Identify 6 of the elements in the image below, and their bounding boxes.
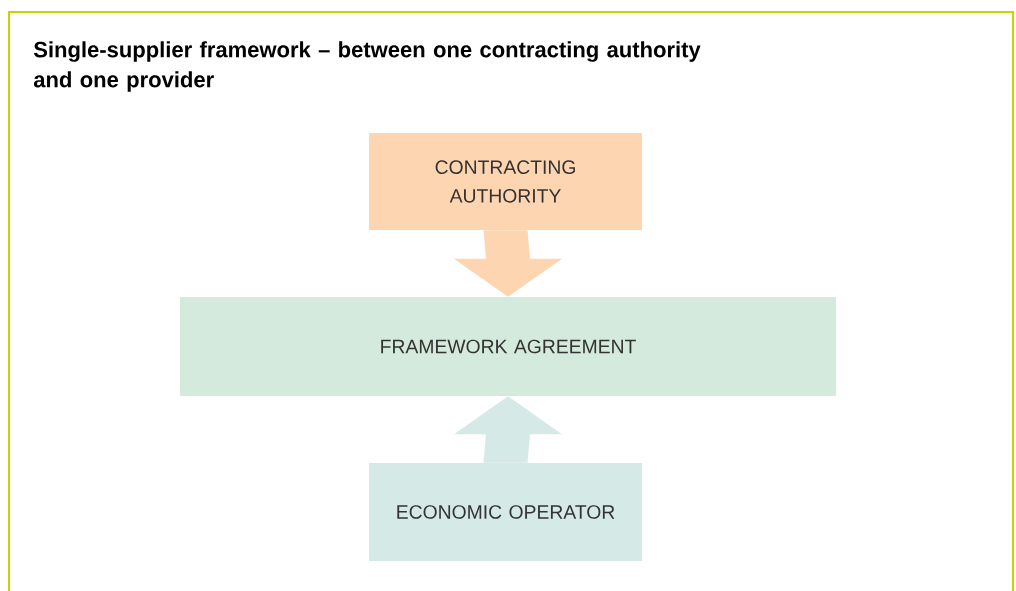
process-box: FRAMEWORK AGREEMENT <box>180 297 836 396</box>
block-arrow <box>454 230 562 297</box>
title: Single-supplier framework – between one contracting authority and one provider <box>33 41 701 92</box>
process-box: CONTRACTING AUTHORITY <box>369 133 642 230</box>
block-arrow <box>454 396 562 463</box>
process-box: ECONOMIC OPERATOR <box>369 463 642 561</box>
